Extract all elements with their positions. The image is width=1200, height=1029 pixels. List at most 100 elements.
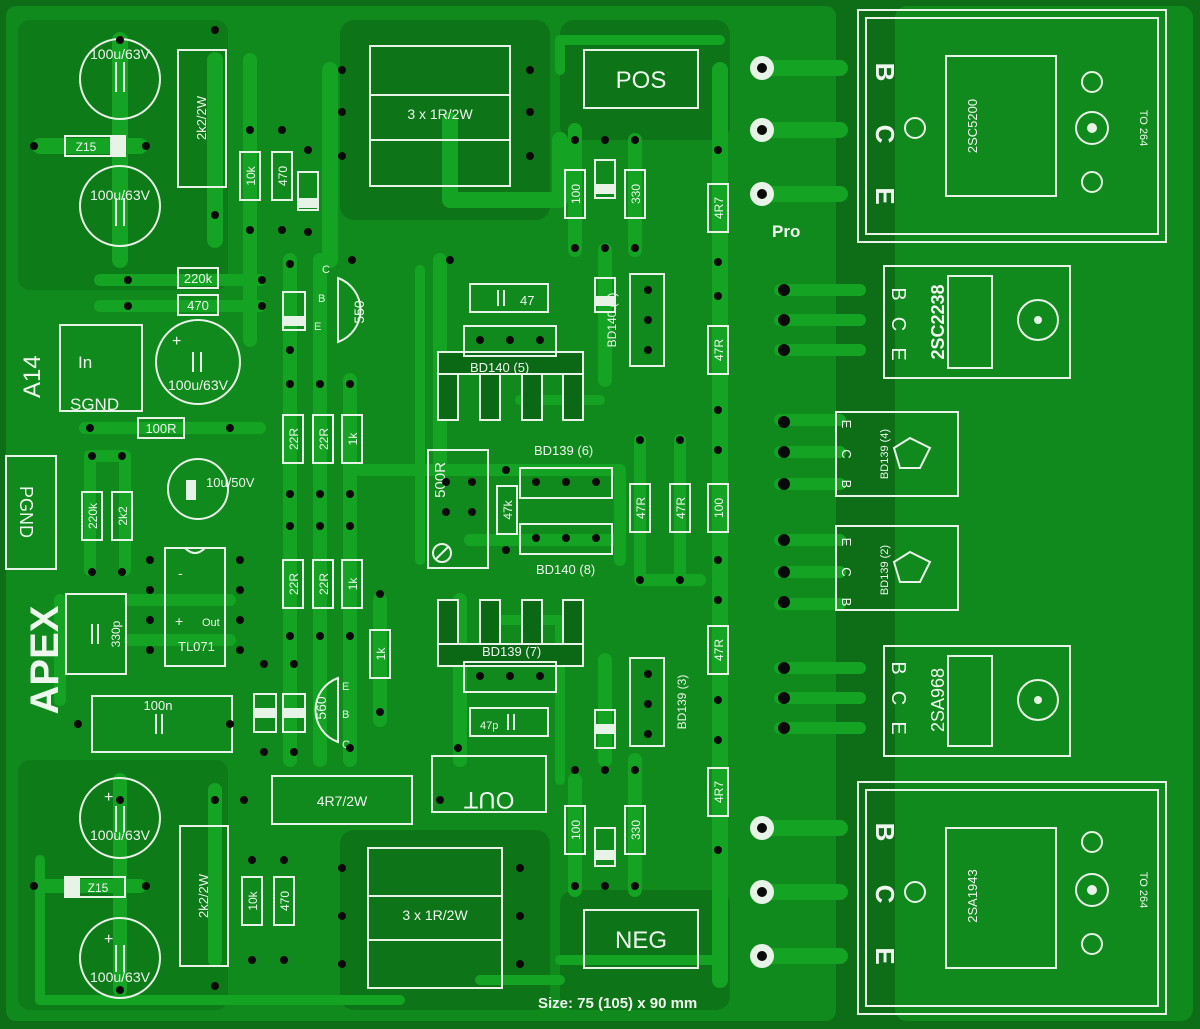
heatsink-top	[437, 351, 584, 421]
resistor-100r: 100R	[137, 417, 185, 439]
resistor-330-bot: 330	[624, 805, 646, 855]
resistor-470-bot-label: 470	[278, 891, 292, 911]
transistor-bd139-2: E C B BD139 (2)	[835, 525, 959, 611]
resistor-470-top-label: 470	[276, 166, 290, 186]
bd140-8-label: BD140 (8)	[536, 562, 595, 577]
resistor-22r-3-label: 22R	[287, 573, 301, 595]
capacitor-c3: + 100u/63V	[155, 319, 241, 405]
resistor-2k2-top: 2k2/2W	[177, 49, 227, 188]
cap-47-top-label: 47	[520, 293, 534, 308]
cap-10u-label: 10u/50V	[206, 475, 255, 490]
bd139-2-pin-c: C	[839, 567, 854, 576]
q5200-pin-b: B	[870, 63, 900, 82]
diode-mid	[282, 291, 306, 331]
transistor-560: E B C 560	[313, 676, 350, 751]
resistor-1k-1-label: 1k	[346, 432, 360, 446]
cap-c2-label: 100u/63V	[90, 187, 151, 203]
q550-pin-e: E	[314, 321, 321, 333]
resistor-47r-3: 47R	[707, 325, 729, 375]
pos-terminal: POS	[583, 49, 699, 109]
diode-pair-bottom	[253, 693, 306, 733]
pos-label: POS	[616, 67, 667, 94]
resistor-22r-2-label: 22R	[317, 428, 331, 450]
transistor-bd140-8: BD140 (8)	[519, 523, 613, 577]
resistor-330-bot-label: 330	[629, 820, 643, 840]
q968-pin-c: C	[887, 691, 909, 705]
bd139-4-label: BD139 (4)	[879, 429, 891, 479]
resistor-1k-3-label: 1k	[374, 647, 388, 661]
resistor-47r-3-label: 47R	[712, 339, 726, 361]
transistor-2sa968: B C E 2SA968	[883, 645, 1071, 757]
board-size-label: Size: 75 (105) x 90 mm	[538, 995, 697, 1012]
transistor-bd139-4: E C B BD139 (4)	[835, 411, 959, 497]
resistor-47r-4-label: 47R	[712, 639, 726, 661]
capacitor-c5: + 100u/63V	[79, 917, 161, 999]
neg-terminal: NEG	[583, 909, 699, 969]
heatsink-bottom	[437, 599, 584, 667]
opamp-minus-label: -	[178, 565, 183, 581]
svg-text:+: +	[104, 789, 113, 806]
resistor-4r7-top-label: 4R7	[712, 197, 726, 219]
transistor-bd140-5: BD140 (5)	[463, 325, 557, 375]
resistor-220k-v-label: 220k	[86, 502, 100, 529]
resistor-10k-top: 10k	[239, 151, 261, 201]
resistor-3x1r-bot-label: 3 x 1R/2W	[402, 907, 468, 923]
q560-pin-b: B	[342, 709, 349, 721]
resistor-10k-bot-label: 10k	[246, 890, 260, 910]
bd139-2-pin-b: B	[839, 598, 854, 607]
cap-47p-bot-label: 47p	[480, 720, 498, 732]
resistor-22r-3: 22R	[282, 559, 304, 609]
opamp-plus-label: +	[175, 613, 183, 629]
capacitor-c4: + 100u/63V	[79, 777, 161, 859]
resistor-10k-bot: 10k	[241, 876, 263, 926]
q5200-pin-c: C	[870, 125, 900, 144]
svg-text:+: +	[172, 333, 181, 350]
resistor-330-top-label: 330	[629, 184, 643, 204]
resistor-3x1r-top: 3 x 1R/2W	[369, 45, 511, 187]
component-pads	[30, 26, 790, 994]
resistor-1k-1: 1k	[341, 414, 363, 464]
resistor-470-h: 470	[177, 294, 219, 316]
q5200-pin-e: E	[870, 187, 900, 204]
pot-500r: 500R	[427, 449, 489, 569]
resistor-4r7-2w-label: 4R7/2W	[317, 793, 368, 809]
q2238-pin-e: E	[887, 347, 909, 360]
transistor-bd139-3: BD139 (3)	[629, 657, 689, 747]
resistor-47r-1-label: 47R	[634, 497, 648, 519]
resistor-100-bot-label: 100	[569, 820, 583, 840]
resistor-100-top-label: 100	[569, 184, 583, 204]
q550-label: 550	[351, 300, 367, 324]
diode-pos-2	[594, 277, 616, 313]
resistor-220k-v: 220k	[81, 491, 103, 541]
pro-label: Pro	[772, 222, 800, 241]
cap-c4-label: 100u/63V	[90, 827, 151, 843]
resistor-100-mid: 100	[707, 483, 729, 533]
bd139-7-label: BD139 (7)	[482, 644, 541, 659]
transistor-2sa1943: B C E 2SA1943 TO 264	[857, 781, 1167, 1015]
copper-pour	[6, 6, 1193, 1021]
resistor-4r7-2w: 4R7/2W	[271, 775, 413, 825]
cap-100n-label: 100n	[144, 698, 173, 713]
q2238-pin-b: B	[887, 287, 909, 300]
transistor-2sc2238: B C E 2SC2238	[883, 265, 1071, 379]
resistor-470-h-label: 470	[187, 298, 209, 313]
resistor-4r7-bot: 4R7	[707, 767, 729, 817]
resistor-47k: 47k	[496, 485, 518, 535]
resistor-470-bot: 470	[273, 876, 295, 926]
cap-c3-label: 100u/63V	[168, 377, 229, 393]
resistor-3x1r-bot: 3 x 1R/2W	[367, 847, 503, 989]
svg-text:+: +	[104, 931, 113, 948]
q5200-label: 2SC5200	[965, 99, 980, 153]
q550-pin-b: B	[318, 293, 325, 305]
zener-z2-label: Z15	[88, 881, 109, 895]
q1943-pin-b: B	[870, 823, 900, 842]
resistor-2k2-bot: 2k2/2W	[179, 825, 229, 967]
cap-47p-bot: 47p	[469, 707, 549, 737]
out-terminal: OUT	[431, 755, 547, 813]
resistor-2k2-top-label: 2k2/2W	[194, 95, 209, 140]
resistor-47r-2-label: 47R	[674, 497, 688, 519]
resistor-4r7-bot-label: 4R7	[712, 781, 726, 803]
input-connector: In SGND	[59, 324, 143, 414]
zener-z1-label: Z15	[76, 140, 97, 154]
q560-pin-e: E	[342, 681, 349, 693]
